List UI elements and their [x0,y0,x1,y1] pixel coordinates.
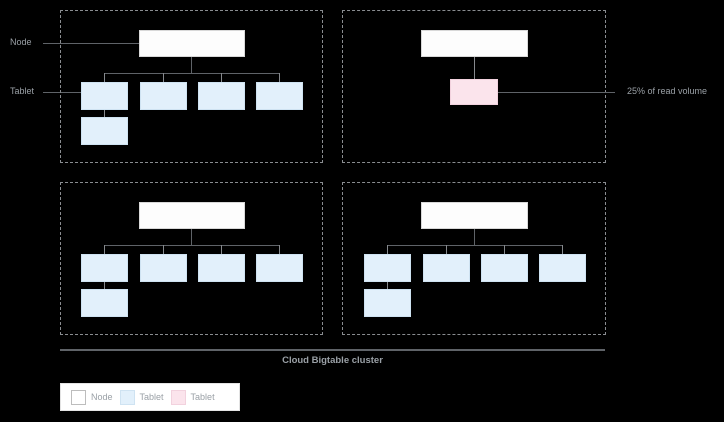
connector-bus-3 [104,245,279,246]
connector-drop-4-5 [387,282,388,289]
tablet-box-t11[interactable] [81,289,128,317]
connector-drop-4-4 [562,245,563,254]
tablet-box-t14[interactable] [481,254,528,282]
tablet-box-t8[interactable] [140,254,187,282]
connector-drop-1-3 [221,73,222,82]
cluster-divider-rule [60,349,605,351]
node-box-3[interactable] [139,202,245,229]
connector-drop-3-5 [104,282,105,289]
tablet-box-t15[interactable] [539,254,586,282]
node-box-1[interactable] [139,30,245,57]
connector-drop-4-3 [504,245,505,254]
connector-trunk-2 [474,57,475,79]
tablet-leader-line [43,92,81,93]
connector-trunk-4 [474,229,475,245]
tablet-box-t9[interactable] [198,254,245,282]
tablet-box-t12[interactable] [364,254,411,282]
callout-label-read-volume: 25% of read volume [627,86,708,96]
connector-drop-4-2 [446,245,447,254]
legend-item-hot-tablet: Tablet [170,389,215,405]
tablet-box-t1[interactable] [81,82,128,110]
legend-item-node: Node [71,389,113,405]
connector-drop-3-3 [221,245,222,254]
node-container-bottom-right [342,182,606,335]
connector-trunk-3 [191,229,192,245]
connector-drop-1-4 [279,73,280,82]
cluster-title: Cloud Bigtable cluster [282,355,383,366]
tablet-box-t3[interactable] [198,82,245,110]
node-container-top-right [342,10,606,163]
node-container-top-left [60,10,323,163]
legend: Node Tablet Tablet [60,383,240,411]
tablet-box-t2[interactable] [140,82,187,110]
connector-drop-1-1 [104,73,105,82]
connector-trunk-1 [191,57,192,73]
legend-label-hot-tablet: Tablet [190,391,215,402]
connector-bus-4 [387,245,562,246]
node-container-bottom-left [60,182,323,335]
tablet-box-t5[interactable] [81,117,128,145]
legend-label-tablet: Tablet [139,391,164,402]
connector-bus-1 [104,73,279,74]
tablet-box-t6-hot[interactable] [450,79,498,105]
node-leader-line [43,43,139,44]
hot-tablet-swatch-icon [170,389,186,405]
callout-leader-line [498,92,615,93]
connector-drop-4-1 [387,245,388,254]
tablet-box-t4[interactable] [256,82,303,110]
tablet-box-t7[interactable] [81,254,128,282]
tablet-swatch-icon [119,389,135,405]
connector-drop-1-5 [104,110,105,117]
side-label-node: Node [10,37,32,47]
node-swatch-icon [71,389,86,405]
connector-drop-3-1 [104,245,105,254]
tablet-box-t10[interactable] [256,254,303,282]
side-label-tablet: Tablet [10,86,35,96]
node-box-4[interactable] [421,202,528,229]
connector-drop-3-2 [163,245,164,254]
legend-item-tablet: Tablet [119,389,164,405]
node-box-2[interactable] [421,30,528,57]
tablet-box-t13[interactable] [423,254,470,282]
connector-drop-3-4 [279,245,280,254]
connector-drop-1-2 [163,73,164,82]
tablet-box-t16[interactable] [364,289,411,317]
legend-label-node: Node [91,391,113,402]
